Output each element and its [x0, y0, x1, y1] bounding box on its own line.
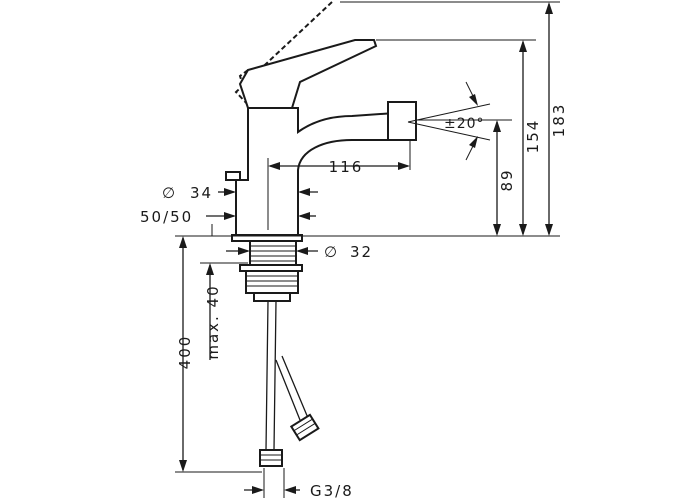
dimension-offset: 50/50 [140, 208, 193, 226]
dimension-max-deck: max. 40 [204, 284, 222, 359]
diameter-symbol-34: ∅ [162, 184, 177, 202]
connection-dimension [244, 468, 300, 498]
dimension-spout-reach: 116 [329, 158, 364, 176]
spout-aerator [387, 101, 417, 141]
body-diameter-dimension [218, 188, 318, 234]
height-dimensions [175, 1, 560, 237]
dimension-outlet-height: 89 [498, 168, 516, 191]
swivel-angle-marker [407, 81, 491, 161]
offset-dimension [206, 212, 316, 236]
dimension-spout-top-height: 154 [524, 119, 542, 154]
dimension-swivel-angle: ±20° [444, 116, 485, 132]
dimension-total-height: 183 [550, 103, 568, 138]
mounting-shank [231, 234, 303, 302]
diameter-symbol-32: ∅ [324, 243, 339, 261]
dimension-body-diameter: 34 [190, 184, 213, 202]
dimension-hose-length: 400 [176, 335, 194, 370]
deck-thickness-dimension [200, 262, 248, 360]
popup-rod [225, 171, 241, 181]
dimension-thread-diameter: 32 [350, 243, 373, 261]
hose-length-dimension [175, 236, 262, 473]
faucet-outline [225, 1, 417, 236]
supply-hoses [259, 300, 320, 467]
reach-dimension [267, 140, 411, 230]
lever-handle [238, 39, 378, 109]
thread-diameter-dimension [226, 247, 318, 255]
faucet-body [235, 107, 411, 236]
dimension-connection: G3/8 [310, 482, 354, 500]
